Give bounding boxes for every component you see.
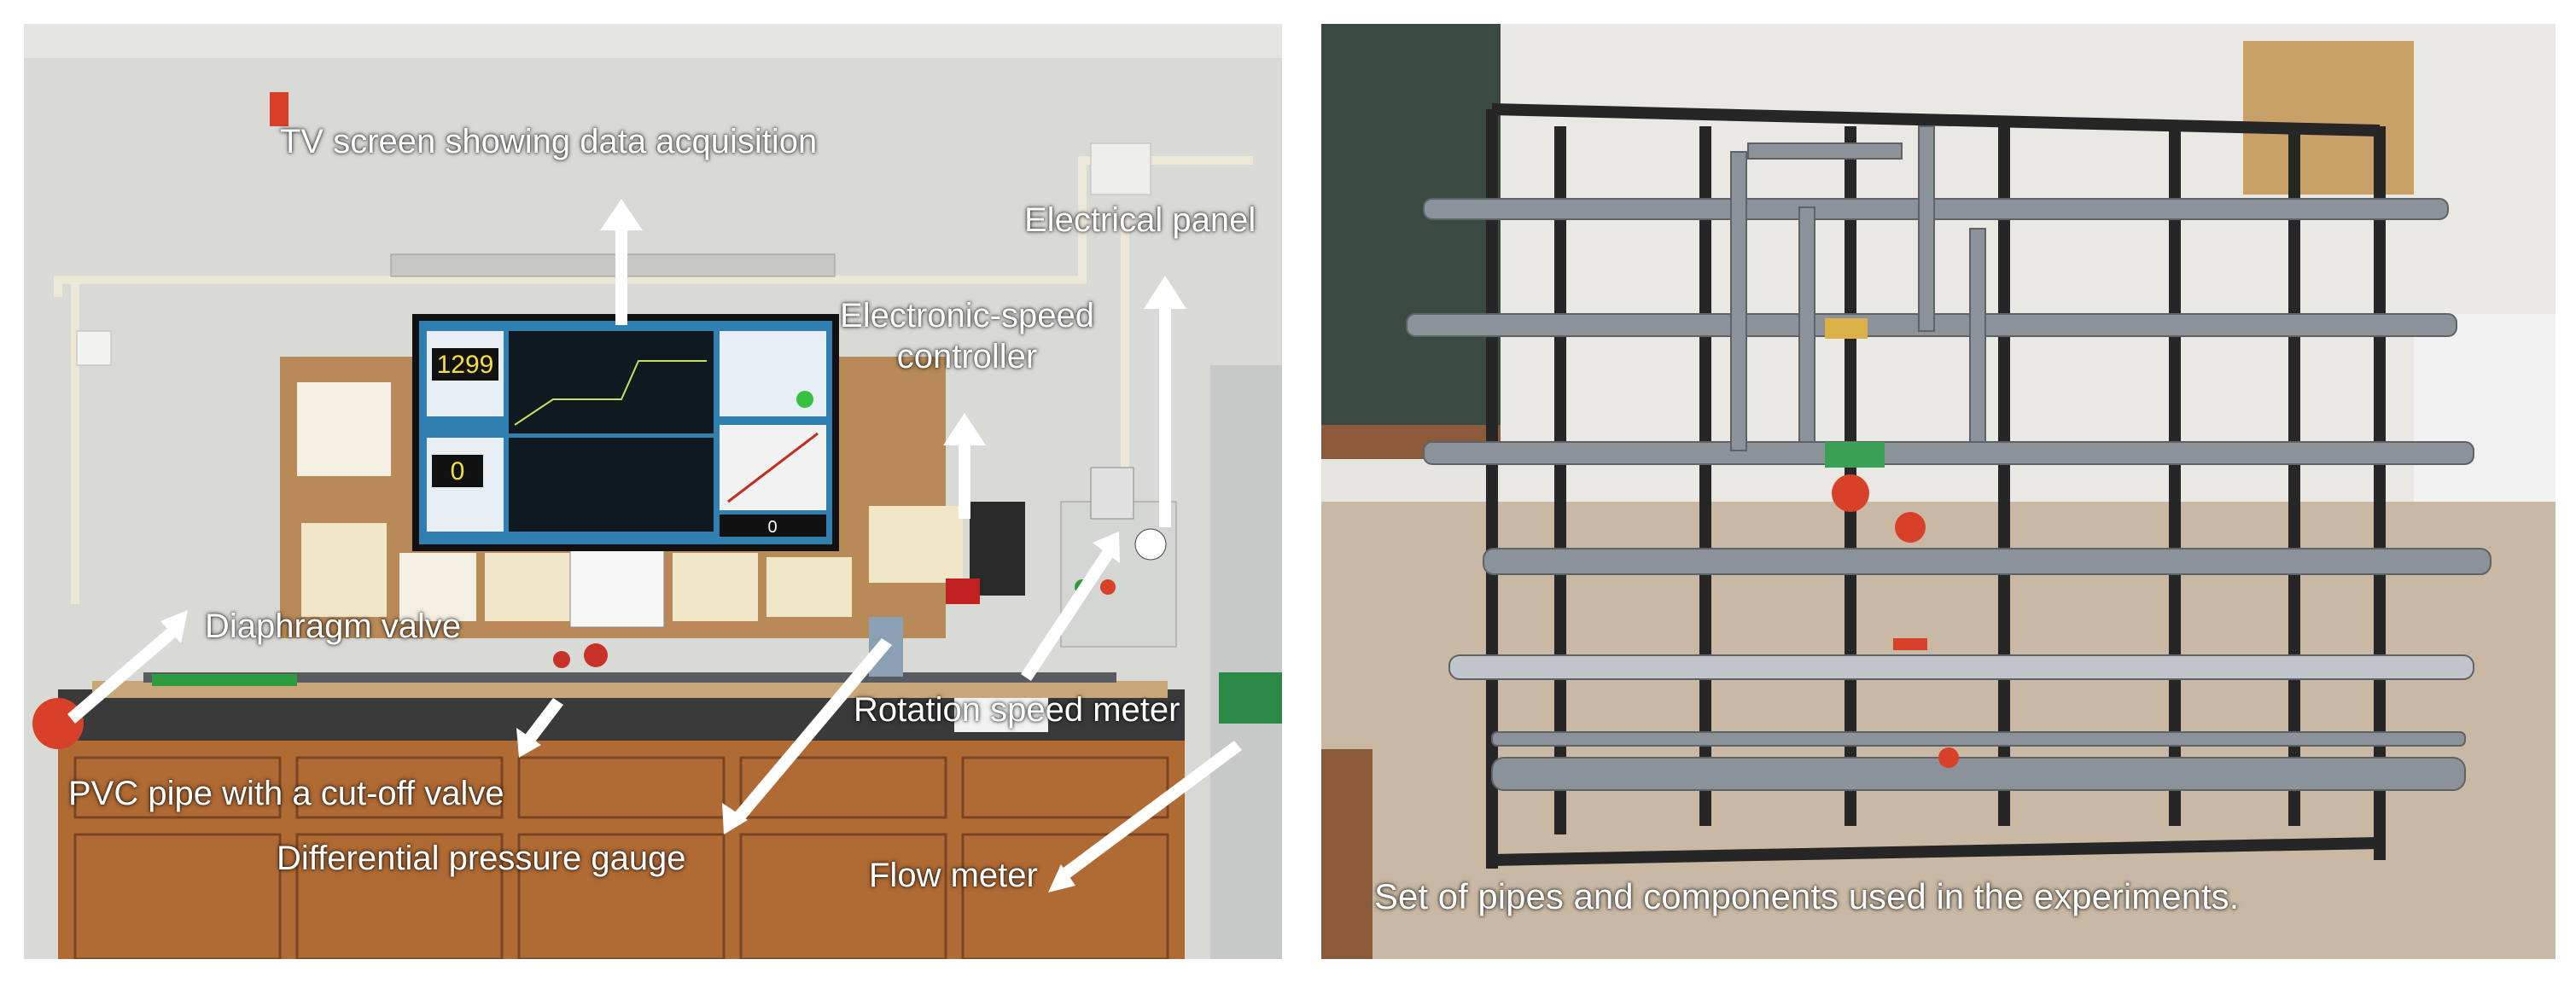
arrow-tv-head bbox=[600, 199, 643, 230]
warning-beacon bbox=[270, 92, 288, 126]
arrow-gauge-head bbox=[722, 803, 748, 834]
rig-valves bbox=[1832, 474, 1959, 768]
foreground-table bbox=[1321, 749, 1373, 959]
tv-chart-bottom bbox=[509, 438, 714, 532]
arrow-flow-head bbox=[1048, 864, 1075, 892]
arrow-controller-shaft bbox=[959, 442, 970, 519]
bench-cabinet bbox=[58, 741, 1185, 959]
flow-meter-body bbox=[1219, 672, 1282, 724]
poster-3 bbox=[399, 553, 476, 621]
bench-wood bbox=[92, 681, 1168, 698]
tv-pressure-value: 0 bbox=[451, 457, 465, 485]
panel-red-button bbox=[1100, 579, 1116, 595]
tv-flow-value: 0 bbox=[767, 518, 777, 537]
back-cork-board bbox=[2243, 41, 2414, 195]
green-fitting bbox=[1825, 442, 1885, 468]
arrow-panel-shaft bbox=[1159, 305, 1171, 527]
conduit-top bbox=[54, 156, 1253, 297]
annotation-arrows bbox=[67, 199, 1242, 892]
back-bench bbox=[2414, 314, 2556, 519]
pipe-rig-photo: Set of pipes and components used in the … bbox=[1321, 24, 2556, 959]
fluorescent-lamp bbox=[390, 253, 836, 277]
label-speed-controller-line1: Electronic-speed bbox=[840, 297, 1094, 334]
tray bbox=[954, 698, 1048, 732]
wall-socket bbox=[76, 330, 112, 366]
arrow-gauge-shaft bbox=[731, 638, 892, 824]
poster-1 bbox=[297, 382, 391, 476]
tv-flow-box bbox=[720, 515, 826, 537]
label-electrical-panel: Electrical panel bbox=[1024, 201, 1256, 239]
tv-status-led bbox=[796, 391, 813, 408]
junction-box bbox=[1090, 142, 1151, 195]
lab-bench-scene: 1299 0 0 bbox=[24, 24, 1282, 959]
tv-xy-line bbox=[727, 432, 819, 503]
pipe-rig-scene bbox=[1321, 24, 2556, 959]
arrow-diaphragm-head bbox=[160, 610, 188, 643]
panel-dial bbox=[1134, 528, 1167, 561]
arrow-rotation-head bbox=[1093, 532, 1120, 563]
label-diaphragm-valve: Diaphragm valve bbox=[205, 608, 462, 645]
cutoff-valve-wheel-2 bbox=[553, 651, 570, 668]
label-rotation-speed-meter: Rotation speed meter bbox=[854, 691, 1180, 729]
arrow-pvc-shaft bbox=[523, 698, 563, 744]
tv-chart-line bbox=[514, 360, 707, 426]
controller-switch bbox=[946, 578, 980, 604]
tv-speed-box bbox=[432, 348, 498, 381]
lab-bench-photo: 1299 0 0 bbox=[24, 24, 1282, 959]
poster-5 bbox=[569, 545, 665, 628]
green-pipe-section bbox=[152, 674, 297, 686]
arrow-rotation-shaft bbox=[1021, 549, 1114, 681]
brass-valve bbox=[1825, 318, 1868, 339]
poster-4 bbox=[485, 553, 570, 621]
tv-chart-top bbox=[509, 331, 714, 433]
label-tv-screen: TV screen showing data acquisition bbox=[280, 123, 818, 160]
arrow-pvc-head bbox=[516, 728, 541, 758]
arrow-controller-head bbox=[943, 413, 986, 445]
arrow-tv-shaft bbox=[615, 227, 627, 325]
arrow-flow-shaft bbox=[1058, 741, 1242, 881]
poster-8 bbox=[869, 506, 963, 583]
diaphragm-valve-wheel bbox=[32, 698, 84, 749]
label-pvc-pipe: PVC pipe with a cut-off valve bbox=[68, 775, 504, 812]
ceiling-strip bbox=[24, 24, 1282, 58]
rotation-meter bbox=[1090, 467, 1134, 520]
label-differential-pressure-gauge: Differential pressure gauge bbox=[277, 840, 686, 877]
side-cabinet bbox=[1210, 365, 1282, 959]
chalkboard bbox=[1321, 24, 1501, 425]
cutoff-valve-wheel bbox=[584, 643, 608, 667]
label-speed-controller-line2: controller bbox=[896, 338, 1038, 375]
electrical-cabinet bbox=[1060, 501, 1177, 648]
tv-pressure-box bbox=[432, 455, 483, 487]
arrow-panel-head bbox=[1144, 276, 1186, 309]
poster-6 bbox=[673, 553, 758, 621]
tv-speed-value: 1299 bbox=[437, 351, 494, 379]
cabinet-doors bbox=[73, 756, 1169, 959]
label-flow-meter: Flow meter bbox=[869, 857, 1038, 894]
rig-pipes bbox=[1406, 125, 2491, 791]
poster-2 bbox=[301, 523, 387, 617]
arrow-diaphragm-shaft bbox=[67, 625, 178, 724]
caption: Set of pipes and components used in the … bbox=[1374, 876, 2240, 916]
terrazzo-floor bbox=[1321, 502, 2556, 959]
poster-7 bbox=[766, 557, 852, 617]
